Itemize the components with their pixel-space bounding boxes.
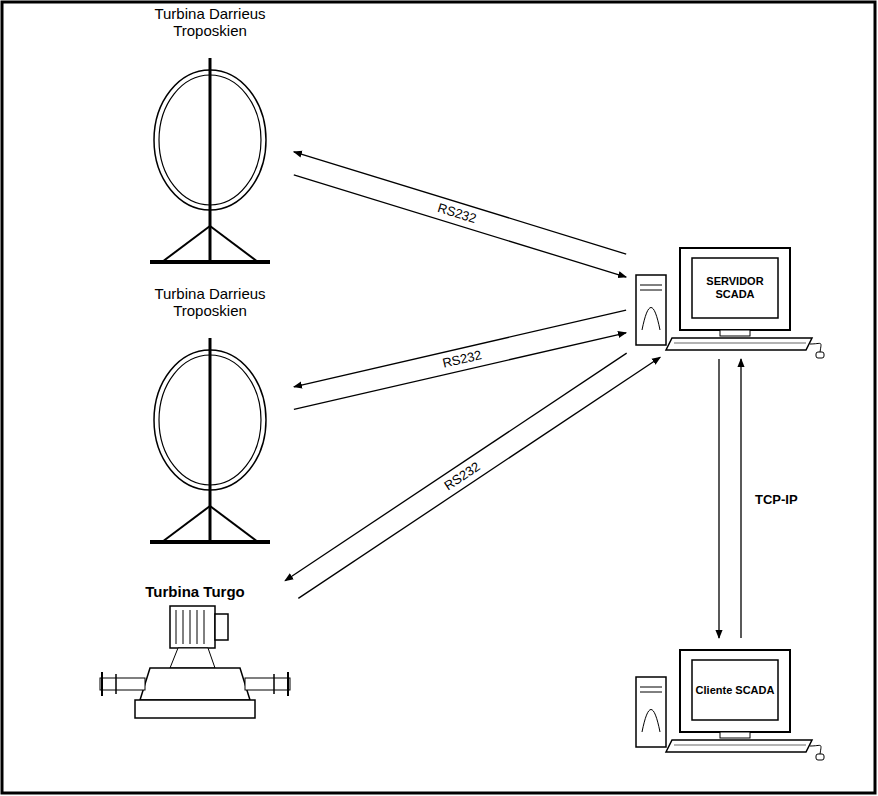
signal-label: RS232	[433, 200, 481, 228]
computer-node: Cliente SCADA	[630, 642, 830, 757]
connector	[285, 353, 627, 581]
computer-node: SERVIDOR SCADA	[630, 240, 830, 355]
screen-area: SERVIDOR SCADA	[692, 258, 778, 318]
node-label: Turbina Darrieus Troposkien	[130, 5, 290, 40]
node-label: Turbina Darrieus Troposkien	[130, 285, 290, 320]
connector	[298, 357, 660, 598]
node-label: Turbina Turgo	[95, 583, 295, 600]
node-label: Cliente SCADA	[695, 684, 775, 697]
turbine-node: Turbina Darrieus Troposkien	[130, 5, 290, 270]
darrieus-turbine	[150, 58, 270, 262]
signal-label: TCP-IP	[752, 491, 801, 506]
computer	[636, 248, 824, 358]
node-label: SERVIDOR SCADA	[695, 275, 775, 300]
connector	[294, 175, 626, 277]
computer	[636, 650, 824, 760]
connector	[294, 310, 626, 387]
turbine-node: Turbina Turgo	[95, 583, 295, 725]
connector	[740, 359, 741, 638]
signal-label: RS232	[438, 347, 486, 372]
connector	[718, 359, 719, 638]
darrieus-turbine	[150, 338, 270, 542]
connector	[294, 333, 626, 410]
turgo-turbine	[100, 606, 290, 718]
turbine-node: Turbina Darrieus Troposkien	[130, 285, 290, 550]
screen-area: Cliente SCADA	[692, 660, 778, 720]
connector	[294, 152, 626, 254]
signal-label: RS232	[439, 457, 485, 495]
